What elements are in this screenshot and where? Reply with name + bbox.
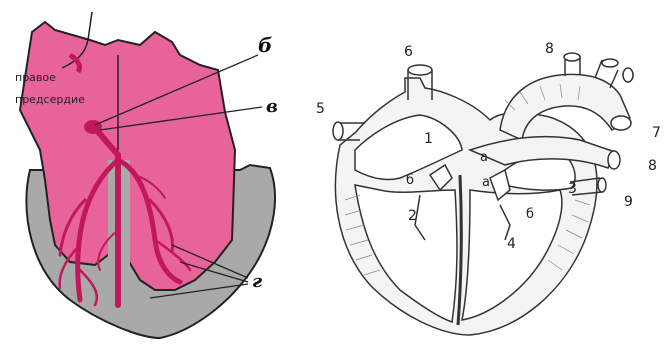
label-2: 2	[408, 208, 417, 224]
vessel-8-top-opening	[564, 53, 580, 61]
label-v: в	[266, 96, 278, 117]
label-g: г	[252, 271, 262, 292]
label-a-2: а	[482, 175, 490, 190]
label-3: 3	[568, 181, 577, 197]
right-heart-diagram	[333, 53, 633, 335]
label-b-2: б	[526, 207, 534, 222]
vessel-5-opening	[333, 122, 343, 140]
label-a-1: а	[480, 150, 488, 165]
label-4: 4	[507, 236, 516, 252]
vessel-8b-opening	[608, 151, 620, 169]
left-heart-diagram: правое предсердие б в г	[15, 12, 278, 338]
label-9: 9	[624, 194, 633, 210]
vessel-9-opening	[598, 178, 606, 192]
branch-opening-1	[602, 59, 618, 67]
label-b: б	[258, 33, 272, 57]
label-5: 5	[316, 101, 325, 117]
atrium-label-line1: правое	[15, 71, 56, 84]
vessel-6-opening	[408, 65, 432, 75]
label-8-top: 8	[545, 41, 554, 57]
label-7: 7	[652, 125, 661, 141]
branch-opening-2	[623, 68, 633, 82]
label-6: 6	[404, 44, 413, 60]
atrium-label-line2: предсердие	[15, 93, 85, 106]
label-1: 1	[424, 131, 433, 147]
label-8-side: 8	[648, 158, 657, 174]
label-b-1: б	[406, 173, 414, 188]
vessel-7-opening	[611, 116, 631, 130]
